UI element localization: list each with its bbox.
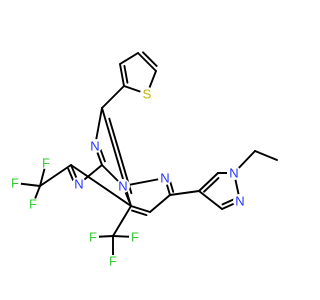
bond-th2-th3-inner [123, 64, 129, 84]
atom-n-pz1: N [116, 179, 130, 194]
atom-s1: S [140, 87, 154, 102]
atom-f2: F [40, 156, 52, 171]
bond-c3-c4pz [149, 194, 171, 213]
bond-c3-b4 [169, 190, 200, 196]
bond-th2-c4 [101, 85, 125, 109]
atom-label-layer: S N N N N N N F F F F F F [9, 87, 247, 269]
bond-b3-b4 [198, 190, 223, 210]
atom-label-f2: F [42, 156, 50, 171]
atom-n-pzb2: N [233, 194, 247, 209]
atom-f6: F [129, 230, 141, 245]
bond-th2-th3 [119, 63, 125, 87]
atom-label-f6: F [131, 230, 139, 245]
bond-c4pz-c5-inner [131, 209, 148, 217]
structure-diagram: S N N N N N N F F F F F F [9, 51, 278, 269]
atom-label-s1: S [143, 87, 152, 102]
bond-b4-b5 [198, 172, 219, 192]
atom-f1: F [9, 176, 21, 191]
atom-label-n-pz1: N [118, 179, 127, 194]
atom-n-pz2: N [158, 171, 172, 186]
bond-c6-cf1 [39, 164, 72, 187]
atom-label-n-pzb2: N [235, 194, 244, 209]
atom-label-n-pz2: N [160, 171, 169, 186]
bond-c4-c5-inner [108, 117, 133, 195]
bond-th3-th4 [119, 52, 139, 65]
bond-b4-b5-inner [203, 177, 220, 193]
bond-th4-th5-inner [142, 51, 158, 67]
bond-c4pz-c5 [130, 205, 151, 213]
atom-label-n-pm1: N [90, 139, 99, 154]
atom-n-pm1: N [88, 139, 102, 154]
atom-f3: F [27, 197, 39, 212]
bond-c5-cf2 [112, 205, 132, 237]
atom-label-f1: F [11, 176, 19, 191]
atom-label-f4: F [89, 230, 97, 245]
atom-label-n-pzb1: N [229, 166, 238, 181]
atom-n-pm3: N [72, 177, 86, 192]
atom-label-f5: F [109, 254, 117, 269]
atom-n-pzb1: N [227, 166, 241, 181]
atom-f4: F [87, 230, 99, 245]
bond-e1-e2 [254, 150, 278, 161]
bond-n_pz1-n_pz2 [122, 177, 166, 187]
bond-th4-th5 [137, 52, 157, 72]
bond-c5-c6 [70, 164, 132, 207]
atom-label-n-pm3: N [74, 177, 83, 192]
atom-label-f3: F [29, 197, 37, 212]
atom-f5: F [107, 254, 119, 269]
bond-layer [14, 51, 278, 262]
